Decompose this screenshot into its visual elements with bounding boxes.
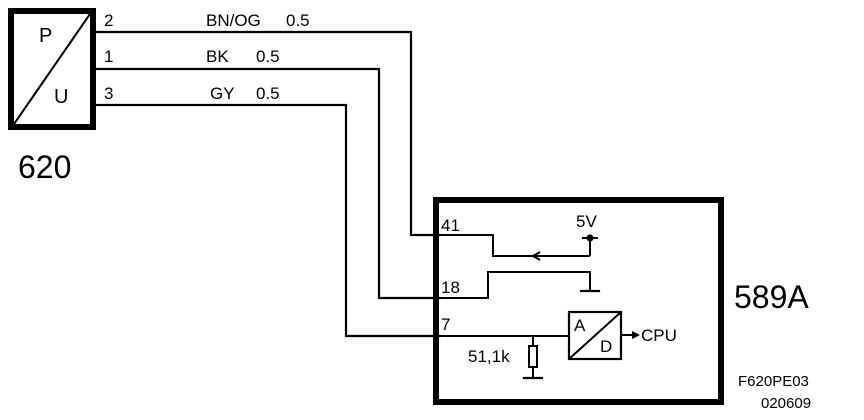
sensor-pin-1: 1 [104,47,113,66]
reference-code: F620PE03 020609 [738,373,811,412]
wire-gy [94,103,442,338]
module-pin-7: 7 [441,315,450,334]
sensor-bottom-symbol: U [54,86,68,108]
wire-size-gy: 0.5 [256,84,280,103]
module-589a: 589A 41 18 7 5V A D CPU 51,1k [433,197,809,405]
wire-size-bk: 0.5 [256,47,280,66]
cpu-label: CPU [641,326,677,345]
adc-diagonal [568,311,622,360]
wire-label-bk: BK [206,47,229,66]
sensor-box [8,8,96,130]
cpu-arrowhead [632,331,640,339]
sensor-id: 620 [18,149,71,185]
wires: BN/OG 0.5 BK 0.5 GY 0.5 [94,11,442,338]
switch-line-41 [440,234,540,257]
adc-label-d: D [600,337,612,356]
wire-bk [94,67,442,300]
sensor-pin-2: 2 [104,11,113,30]
sensor-620: P U 620 2 1 3 [8,8,113,185]
sensor-diagonal [13,13,91,125]
sensor-pin-3: 3 [104,84,113,103]
wire-bn-og [94,30,442,237]
reference-line-2: 020609 [761,395,811,412]
switch-line-18 [440,271,591,299]
module-pin-41: 41 [441,216,460,235]
supply-label: 5V [576,212,597,231]
resistor [528,345,538,368]
module-id: 589A [734,279,809,315]
wire-label-bn-og: BN/OG [206,11,261,30]
module-pin-18: 18 [441,278,460,297]
wire-size-bn-og: 0.5 [286,11,310,30]
module-box [433,197,724,405]
resistor-value: 51,1k [468,347,510,366]
sensor-top-symbol: P [39,25,52,47]
switch-arrow [530,251,541,261]
wire-label-gy: GY [210,84,235,103]
reference-line-1: F620PE03 [738,373,809,390]
adc-label-a: A [574,316,586,335]
